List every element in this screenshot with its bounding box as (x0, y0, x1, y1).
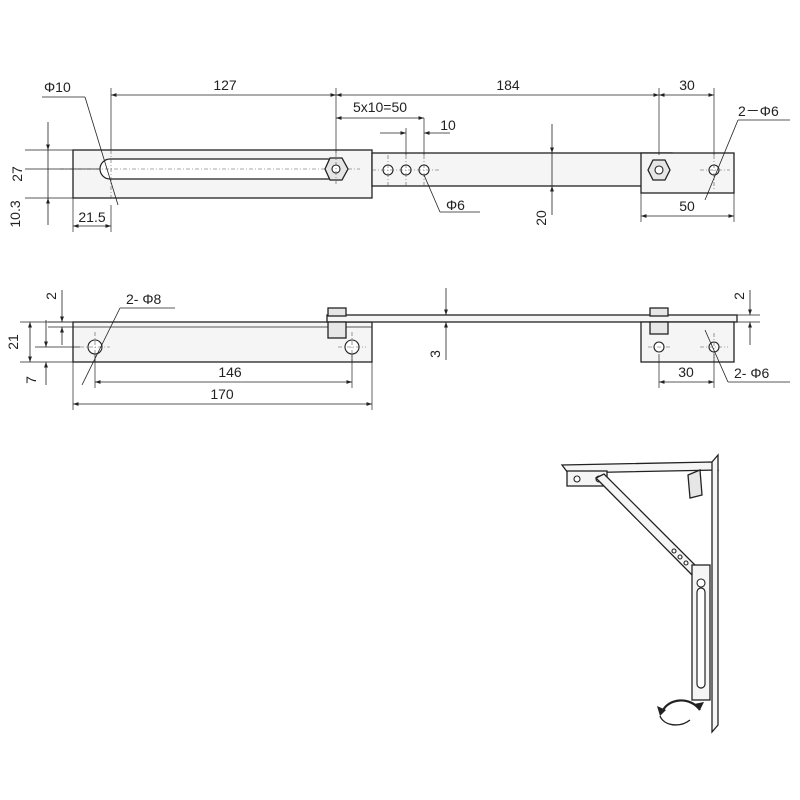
bolt-body (327, 321, 347, 339)
dim-21-5: 21.5 (78, 209, 105, 225)
dim-2-right: 2 (731, 292, 747, 300)
dim-146: 146 (218, 364, 242, 380)
iso-hinge (687, 469, 703, 499)
bolt-body-right (649, 321, 669, 335)
dim-170: 170 (210, 386, 234, 402)
dim-30-top: 30 (679, 77, 695, 93)
label-2-phi6-side: 2- Φ6 (734, 365, 770, 381)
dim-184: 184 (496, 77, 520, 93)
dim-3: 3 (427, 350, 443, 358)
dim-27: 27 (9, 166, 25, 182)
dim-127: 127 (213, 77, 237, 93)
iso-wall (711, 453, 719, 734)
dim-50: 50 (679, 198, 695, 214)
label-phi6: Φ6 (446, 197, 465, 213)
rotate-arrow-icon (657, 699, 704, 726)
label-2-phi6-top: 2－Φ6 (738, 103, 779, 119)
adjustment-arm (371, 152, 673, 187)
dim-7: 7 (23, 376, 39, 384)
side-plate (72, 321, 373, 363)
dim-10-3: 10.3 (7, 200, 23, 227)
bolt-head-right (649, 307, 669, 317)
label-2-phi8: 2- Φ8 (126, 291, 162, 307)
dim-5x10: 5x10=50 (353, 99, 407, 115)
bolt-head (327, 307, 347, 317)
dim-30-side: 30 (678, 364, 694, 380)
side-view: 2 2- Φ8 21 7 146 170 3 2 (5, 288, 790, 410)
label-phi10: Φ10 (44, 79, 71, 95)
dim-20: 20 (533, 210, 549, 226)
dim-2-left: 2 (43, 292, 59, 300)
side-arm (326, 314, 738, 323)
dim-21: 21 (5, 334, 21, 350)
dim-10: 10 (440, 117, 456, 133)
top-view: 127 184 30 Φ10 2－Φ6 5x10=50 10 Φ6 (7, 77, 790, 232)
iso-view (560, 453, 720, 734)
